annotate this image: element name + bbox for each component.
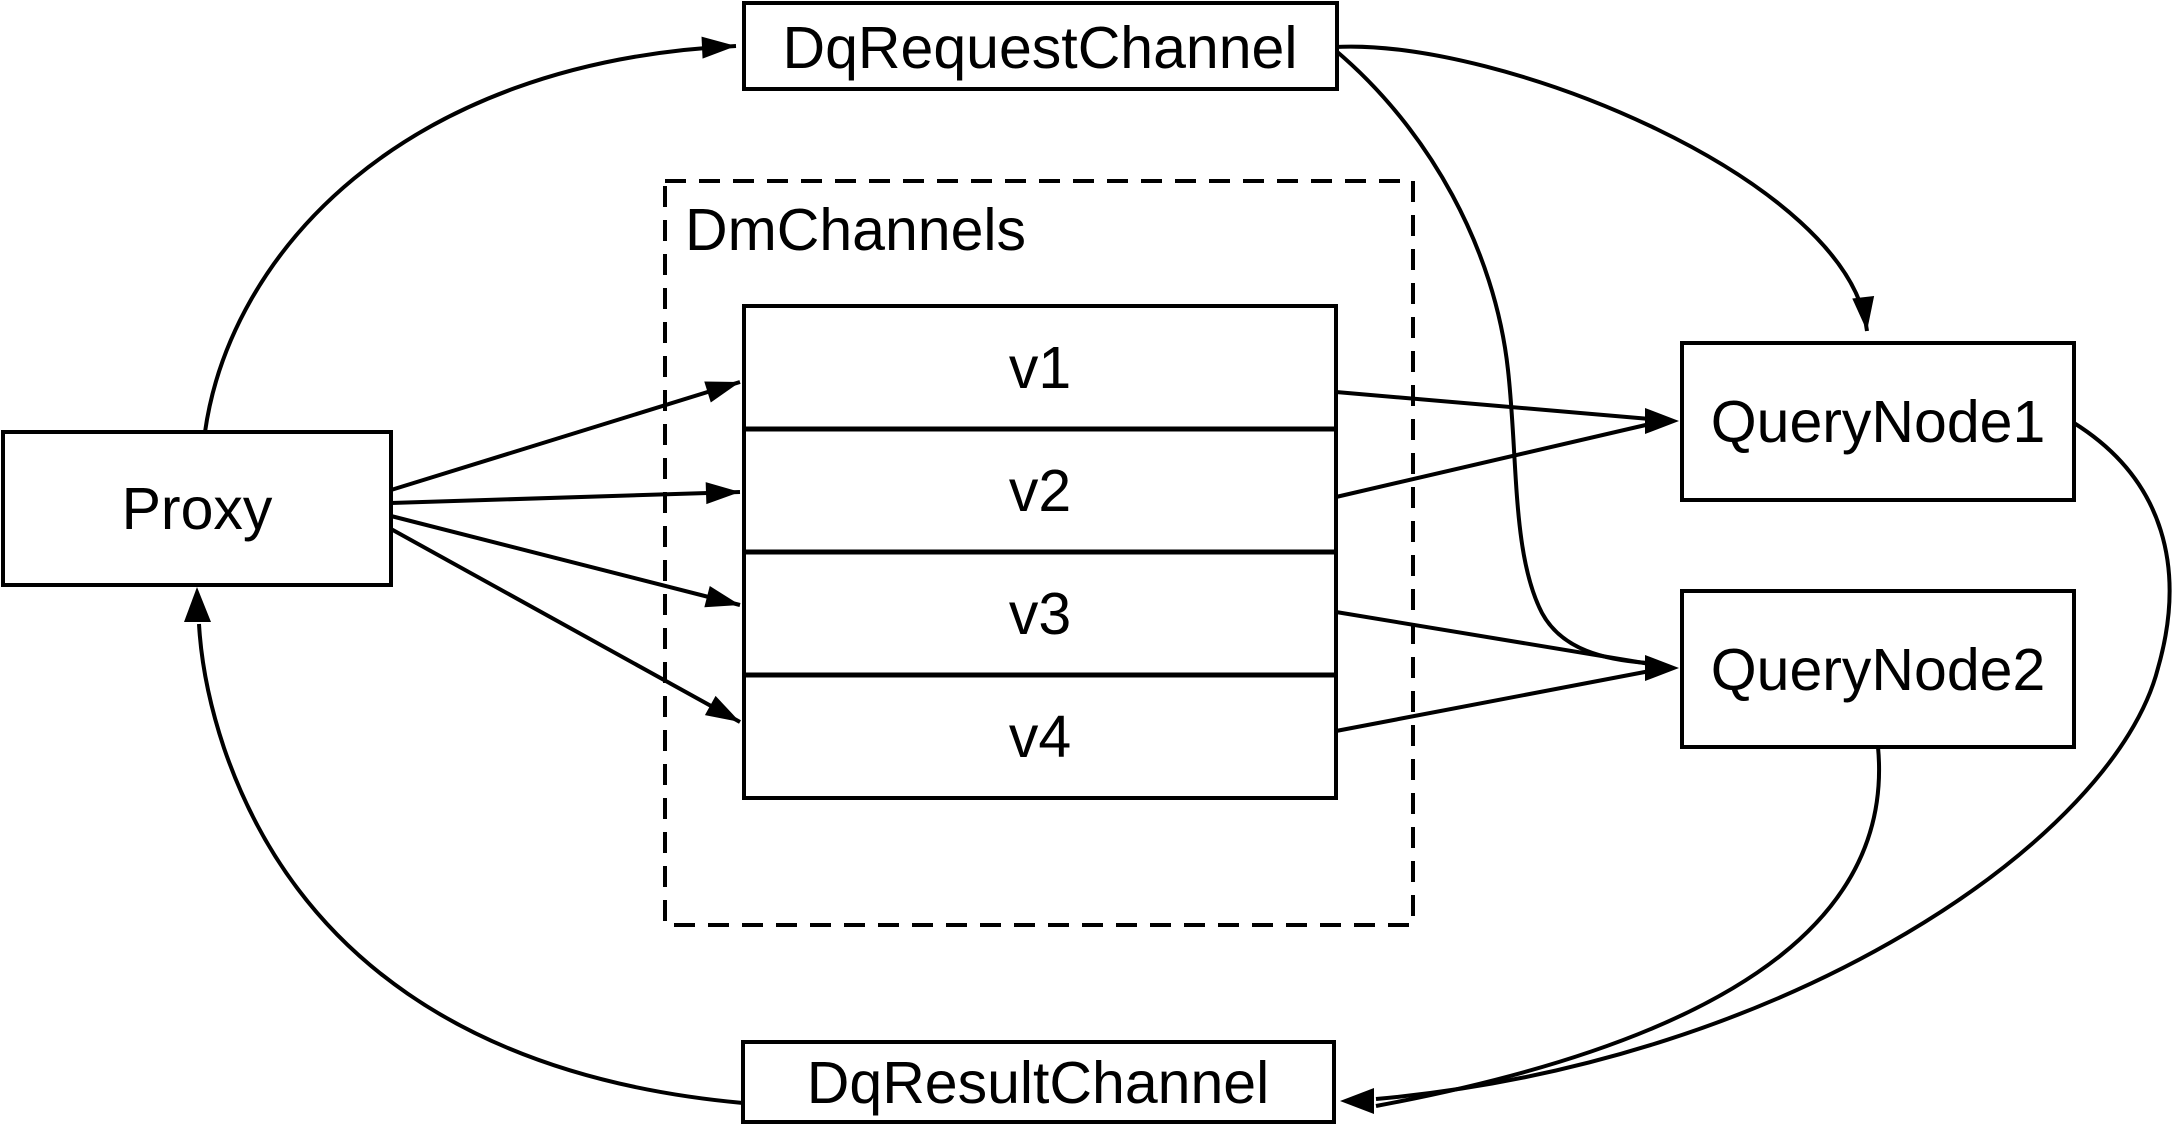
node-query-node-1: QueryNode1 bbox=[1680, 341, 2076, 502]
edge-proxy-to-v3 bbox=[390, 514, 741, 608]
edge-proxy-to-v4 bbox=[390, 527, 741, 724]
query-node-1-box bbox=[1680, 341, 2076, 502]
query-node-2-label: QueryNode2 bbox=[1711, 637, 2046, 703]
edge-dqrequestchannel-to-querynode2 bbox=[1333, 48, 1649, 665]
arrowhead-into-proxy bbox=[184, 587, 211, 622]
edge-v3-to-querynode2 bbox=[1335, 610, 1651, 666]
edge-proxy-to-v1 bbox=[390, 380, 741, 492]
query-node-2-box bbox=[1680, 589, 2076, 749]
edge-querynode2-to-dqresultchannel bbox=[1375, 746, 1881, 1108]
edge-v4-to-querynode2 bbox=[1335, 669, 1651, 733]
edge-dqrequestchannel-to-querynode1 bbox=[1334, 44, 1875, 332]
dq-request-channel-label: DqRequestChannel bbox=[783, 15, 1298, 81]
node-dq-result-channel: DqResultChannel bbox=[741, 1040, 1336, 1124]
channel-v2-label: v2 bbox=[1009, 458, 1071, 524]
channel-v4-label: v4 bbox=[1009, 704, 1071, 770]
query-node-1-label: QueryNode1 bbox=[1711, 389, 2046, 455]
dq-result-channel-box bbox=[741, 1040, 1336, 1124]
dq-request-channel-box bbox=[742, 1, 1339, 91]
arrowhead-into-querynode2 bbox=[1645, 655, 1679, 681]
channel-v3-label: v3 bbox=[1009, 581, 1071, 647]
node-dm-channels: DmChannels v1 v2 v3 v4 bbox=[663, 179, 1415, 927]
channel-v1-label: v1 bbox=[1009, 335, 1071, 401]
proxy-label: Proxy bbox=[122, 476, 273, 542]
arrowhead-into-querynode1 bbox=[1645, 408, 1679, 434]
dm-channels-record: v1 v2 v3 v4 bbox=[742, 304, 1338, 800]
dm-channels-label: DmChannels bbox=[685, 197, 1026, 263]
dq-result-channel-label: DqResultChannel bbox=[807, 1050, 1269, 1116]
proxy-box bbox=[1, 430, 393, 587]
node-proxy: Proxy bbox=[1, 430, 393, 587]
edge-querynode1-to-dqresultchannel bbox=[1375, 421, 2172, 1101]
edge-v1-to-querynode1 bbox=[1335, 390, 1651, 421]
edge-v2-to-querynode1 bbox=[1335, 422, 1651, 499]
dm-channels-dashed-box bbox=[663, 179, 1415, 927]
node-dq-request-channel: DqRequestChannel bbox=[742, 1, 1339, 91]
arrowhead-into-dqresultchannel bbox=[1340, 1088, 1374, 1114]
node-query-node-2: QueryNode2 bbox=[1680, 589, 2076, 749]
edge-dqresultchannel-to-proxy bbox=[197, 623, 744, 1105]
edge-proxy-to-v2 bbox=[390, 482, 741, 505]
edge-proxy-to-dqrequestchannel bbox=[203, 36, 737, 433]
